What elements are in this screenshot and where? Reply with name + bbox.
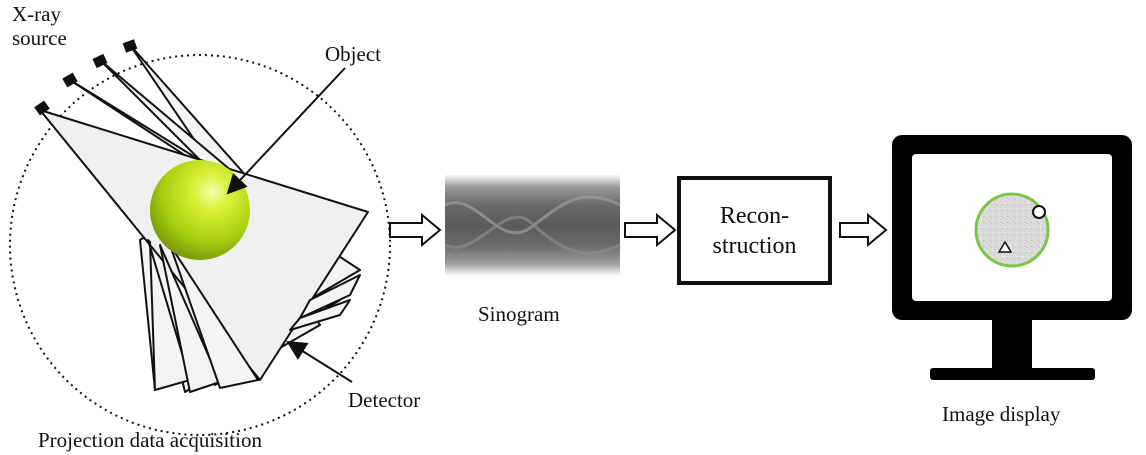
object-sphere: [150, 160, 250, 260]
display-label: Image display: [942, 402, 1061, 426]
flow-arrow-3: [839, 212, 888, 248]
detector-label: Detector: [348, 388, 421, 412]
sinogram-curve-1: [444, 195, 621, 235]
detector-fans: [147, 239, 361, 393]
gantry-circle: [9, 54, 391, 436]
sinogram-image: [444, 175, 621, 275]
flow-arrows: [389, 212, 888, 248]
detector-fan-b: [159, 244, 221, 393]
object-label: Object: [325, 42, 381, 66]
monitor: [892, 135, 1132, 380]
acquisition-label: Projection data acquisition: [38, 428, 262, 452]
sinogram-label: Sinogram: [478, 302, 560, 326]
recon-label-line2: struction: [712, 232, 797, 259]
circle-icon: [1032, 205, 1046, 219]
flow-arrow-1: [389, 212, 442, 248]
xray-source-label-line1: X-ray: [12, 2, 61, 26]
sinogram-curve-2: [444, 215, 621, 255]
detector-fan-d: [289, 299, 351, 331]
triangle-icon: [997, 240, 1013, 253]
recon-label-line1: Recon-: [719, 202, 790, 229]
xray-source-3: [92, 53, 108, 69]
xray-source-4: [122, 39, 138, 53]
monitor-base: [930, 368, 1095, 380]
xray-source-1: [34, 100, 50, 116]
object-pointer: [226, 67, 346, 195]
xray-source-label-line2: source: [12, 26, 67, 50]
detector-fan-c: [169, 244, 259, 389]
detector-fan-e: [299, 274, 361, 319]
monitor-neck: [992, 320, 1032, 368]
xray-source-2: [62, 72, 78, 88]
detector-pointer: [286, 340, 353, 383]
xray-sources: [34, 39, 138, 116]
flow-arrow-2: [624, 212, 677, 248]
reconstructed-slice: [974, 192, 1050, 268]
reconstruction-box: Recon- struction: [677, 176, 832, 285]
